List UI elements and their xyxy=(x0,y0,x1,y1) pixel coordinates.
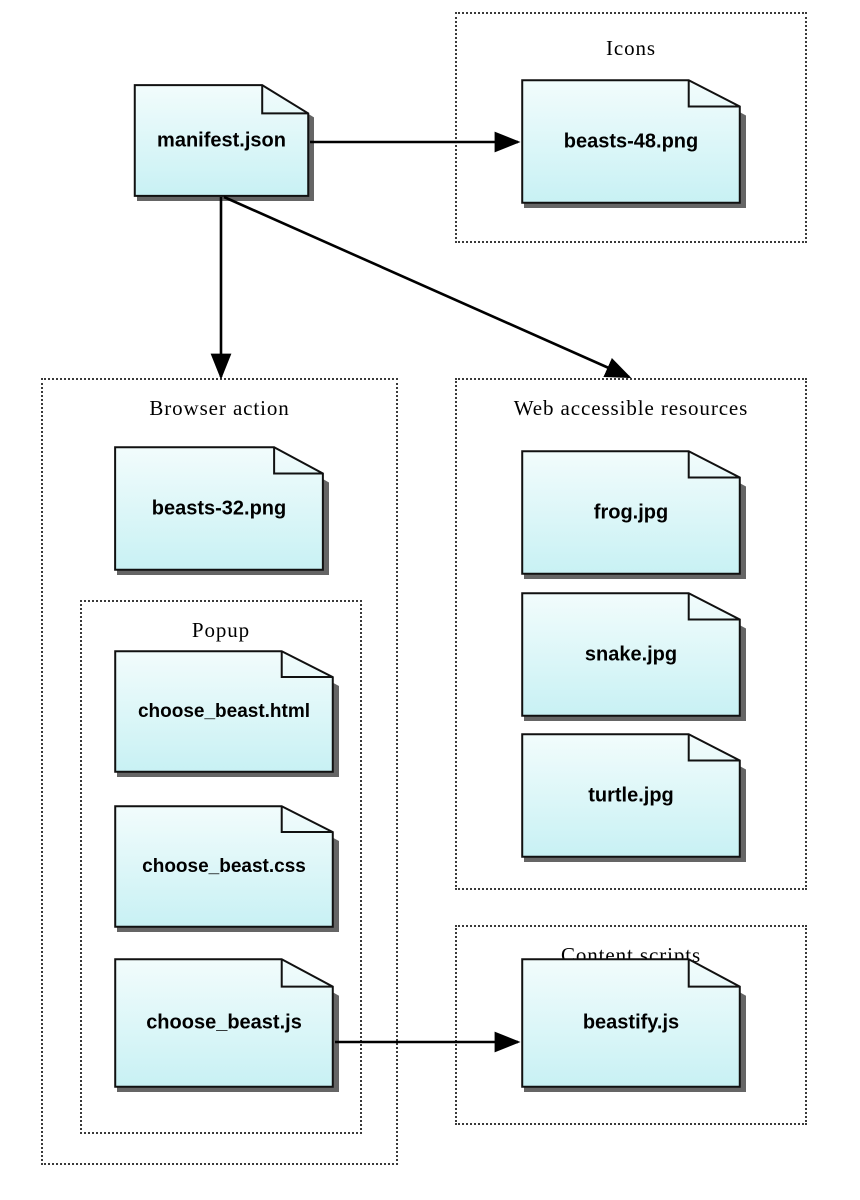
file-node-turtle-jpg[interactable]: turtle.jpg xyxy=(520,733,746,862)
file-node-beastify-js[interactable]: beastify.js xyxy=(520,958,746,1092)
group-label-web-accessible-resources: Web accessible resources xyxy=(513,396,749,420)
document-shape-icon xyxy=(113,958,335,1088)
document-shape-icon xyxy=(520,79,742,204)
file-node-frog-jpg[interactable]: frog.jpg xyxy=(520,450,746,579)
file-node-choose-beast-css[interactable]: choose_beast.css xyxy=(113,805,339,932)
group-label-icons: Icons xyxy=(606,36,656,60)
node-body xyxy=(520,958,742,1088)
node-body xyxy=(520,733,742,858)
node-body xyxy=(113,650,335,773)
group-popup: Popup xyxy=(80,600,362,1134)
document-shape-icon xyxy=(520,733,742,858)
document-shape-icon xyxy=(113,650,335,773)
file-node-choose-beast-js[interactable]: choose_beast.js xyxy=(113,958,339,1092)
document-shape-icon xyxy=(113,805,335,928)
node-body xyxy=(133,84,310,197)
document-shape-icon xyxy=(520,958,742,1088)
document-shape-icon xyxy=(520,450,742,575)
document-shape-icon xyxy=(520,592,742,717)
file-node-snake-jpg[interactable]: snake.jpg xyxy=(520,592,746,721)
node-body xyxy=(113,446,325,571)
document-shape-icon xyxy=(133,84,310,197)
node-body xyxy=(520,450,742,575)
node-body xyxy=(520,79,742,204)
node-body xyxy=(520,592,742,717)
node-body xyxy=(113,958,335,1088)
document-shape-icon xyxy=(113,446,325,571)
group-web-accessible-resources: Web accessible resources xyxy=(455,378,807,890)
file-node-manifest-json[interactable]: manifest.json xyxy=(133,84,314,201)
group-label-browser-action: Browser action xyxy=(149,396,290,420)
group-icons: Icons xyxy=(455,12,807,243)
file-node-beasts-32-png[interactable]: beasts-32.png xyxy=(113,446,329,575)
file-node-choose-beast-html[interactable]: choose_beast.html xyxy=(113,650,339,777)
node-body xyxy=(113,805,335,928)
group-label-popup: Popup xyxy=(191,618,251,642)
file-node-beasts-48-png[interactable]: beasts-48.png xyxy=(520,79,746,208)
